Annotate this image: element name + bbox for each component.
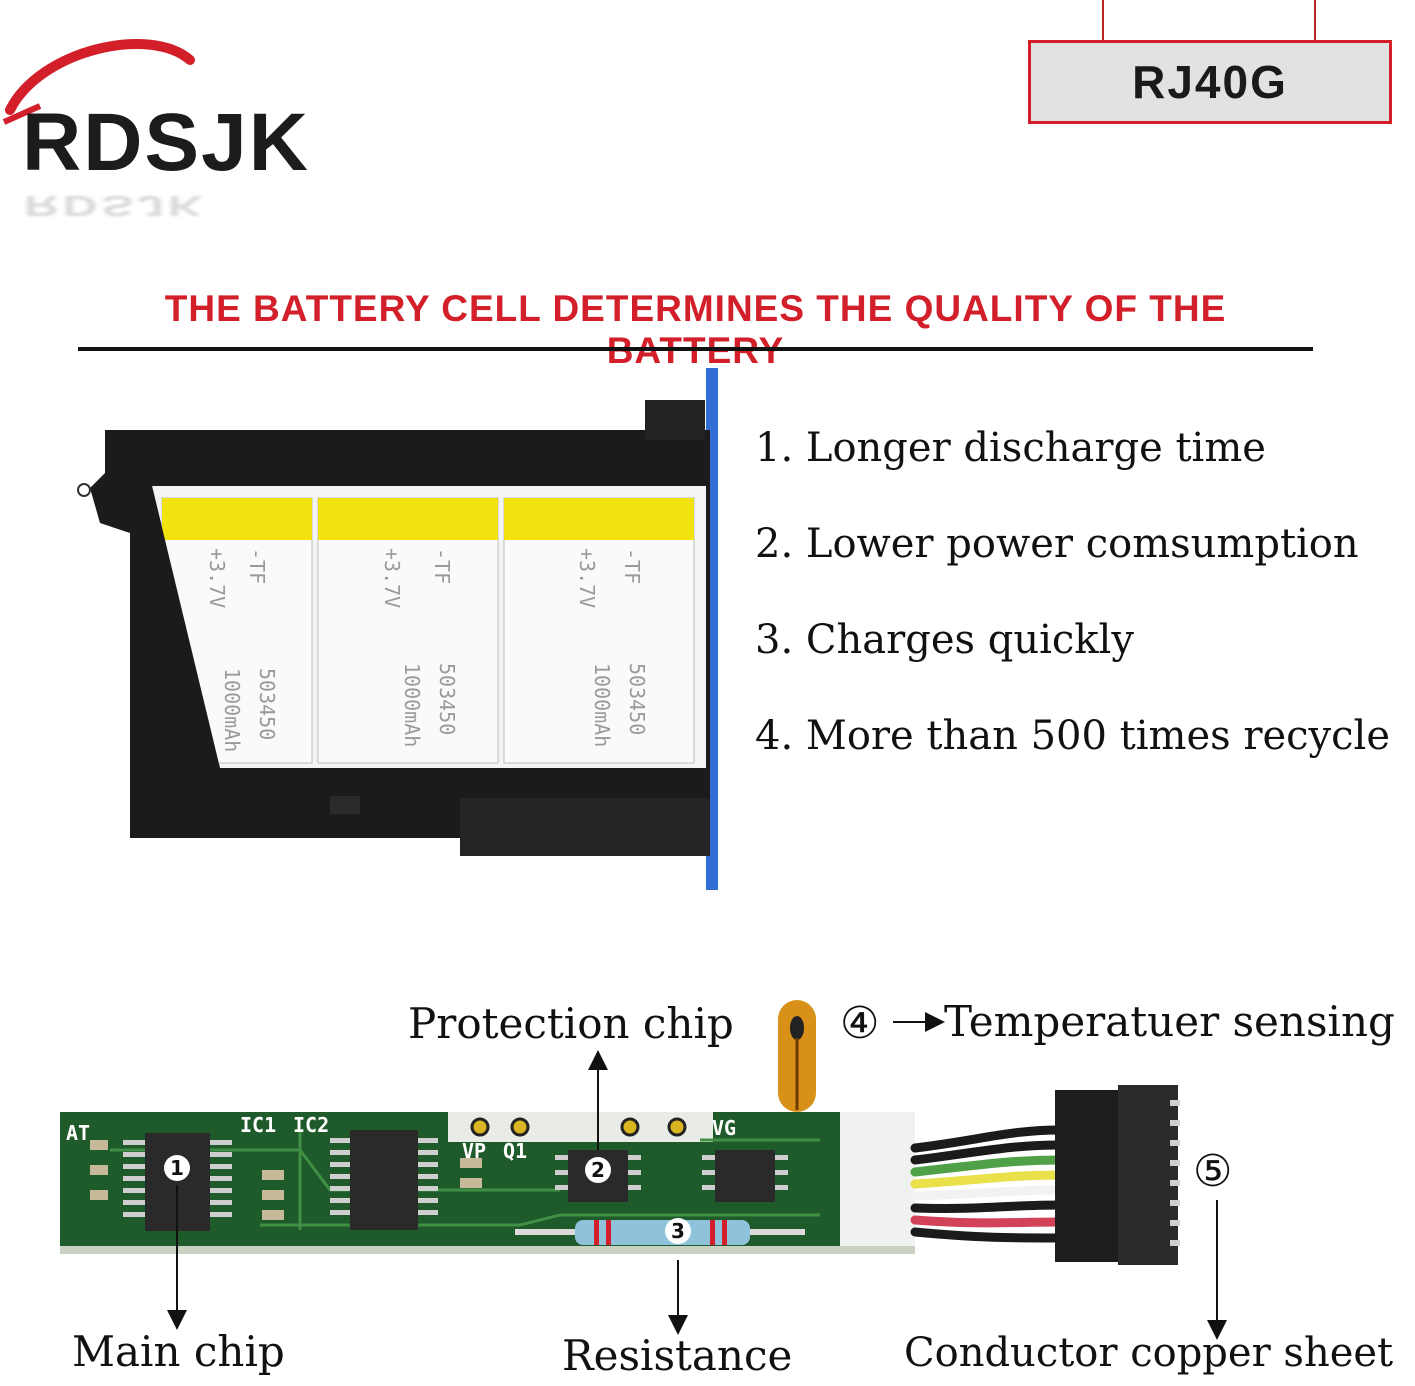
label-resistance: Resistance [562,1331,792,1380]
logo-swoosh-icon [2,39,195,125]
marker-resistance: 3 [665,1218,691,1244]
brand-logo: RDSJK RDSJK [0,30,420,222]
marker-5: ⑤ [1193,1146,1232,1197]
feature-item: 3. Charges quickly [755,617,1134,663]
headline: THE BATTERY CELL DETERMINES THE QUALITY … [164,288,1227,371]
marker-main-chip: 1 [164,1155,190,1181]
label-conductor-copper-sheet: Conductor copper sheet [904,1330,1393,1376]
logo-text: RDSJK [22,97,310,188]
battery-cell [317,497,499,764]
feature-item: 1. Longer discharge time [755,425,1266,471]
model-label: RJ40G [1028,40,1392,124]
cell-print: 503450 [625,663,649,735]
silkscreen-vp: VP [462,1139,486,1163]
feature-item: 4. More than 500 times recycle [755,713,1391,759]
cell-print: 1000mAh [400,663,424,747]
marker-1-text: 1 [170,1156,184,1180]
silkscreen-q1: Q1 [503,1139,527,1163]
cell-print: -TF [620,548,644,584]
feature-item: 2. Lower power comsumption [755,521,1359,567]
cell-print: 503450 [435,663,459,735]
ic2-chip [350,1130,418,1230]
label-temperature-sensing: Temperatuer sensing [944,997,1395,1046]
label-main-chip: Main chip [72,1327,285,1376]
cell-print: +3.7V [205,548,229,608]
protection-chip-secondary [715,1150,775,1202]
cell-print: +3.7V [380,548,404,608]
resistor [575,1220,750,1245]
silkscreen-ic1: IC1 [240,1113,276,1137]
cell-print: -TF [430,548,454,584]
cell-print: 1000mAh [220,668,244,752]
marker-2-text: 2 [591,1158,605,1182]
battery-pack-image: -TF +3.7V 503450 1000mAh -TF +3.7V 50345… [70,368,720,893]
marker-3-text: 3 [671,1219,685,1243]
cell-print: 503450 [255,668,279,740]
marker-protection-chip: 2 [585,1157,611,1183]
label-protection-chip: Protection chip [408,999,734,1048]
battery-cell [503,497,695,764]
cell-print: 1000mAh [590,663,614,747]
cell-print: -TF [245,548,269,584]
marker-4: ④ [840,998,879,1049]
feature-list: 1. Longer discharge time 2. Lower power … [755,418,1415,802]
model-connector-lines [1102,0,1316,40]
headline-underline [78,347,1313,351]
connector [1055,1090,1130,1262]
silkscreen-at: AT [66,1121,90,1145]
cell-print: +3.7V [575,548,599,608]
logo-reflection: RDSJK [24,189,207,222]
silkscreen-vg: VG [712,1116,736,1140]
pcb-diagram: IC1 IC2 VP Q1 VG AT 1 2 3 Protection chi… [0,990,1415,1381]
silkscreen-ic2: IC2 [293,1113,329,1137]
